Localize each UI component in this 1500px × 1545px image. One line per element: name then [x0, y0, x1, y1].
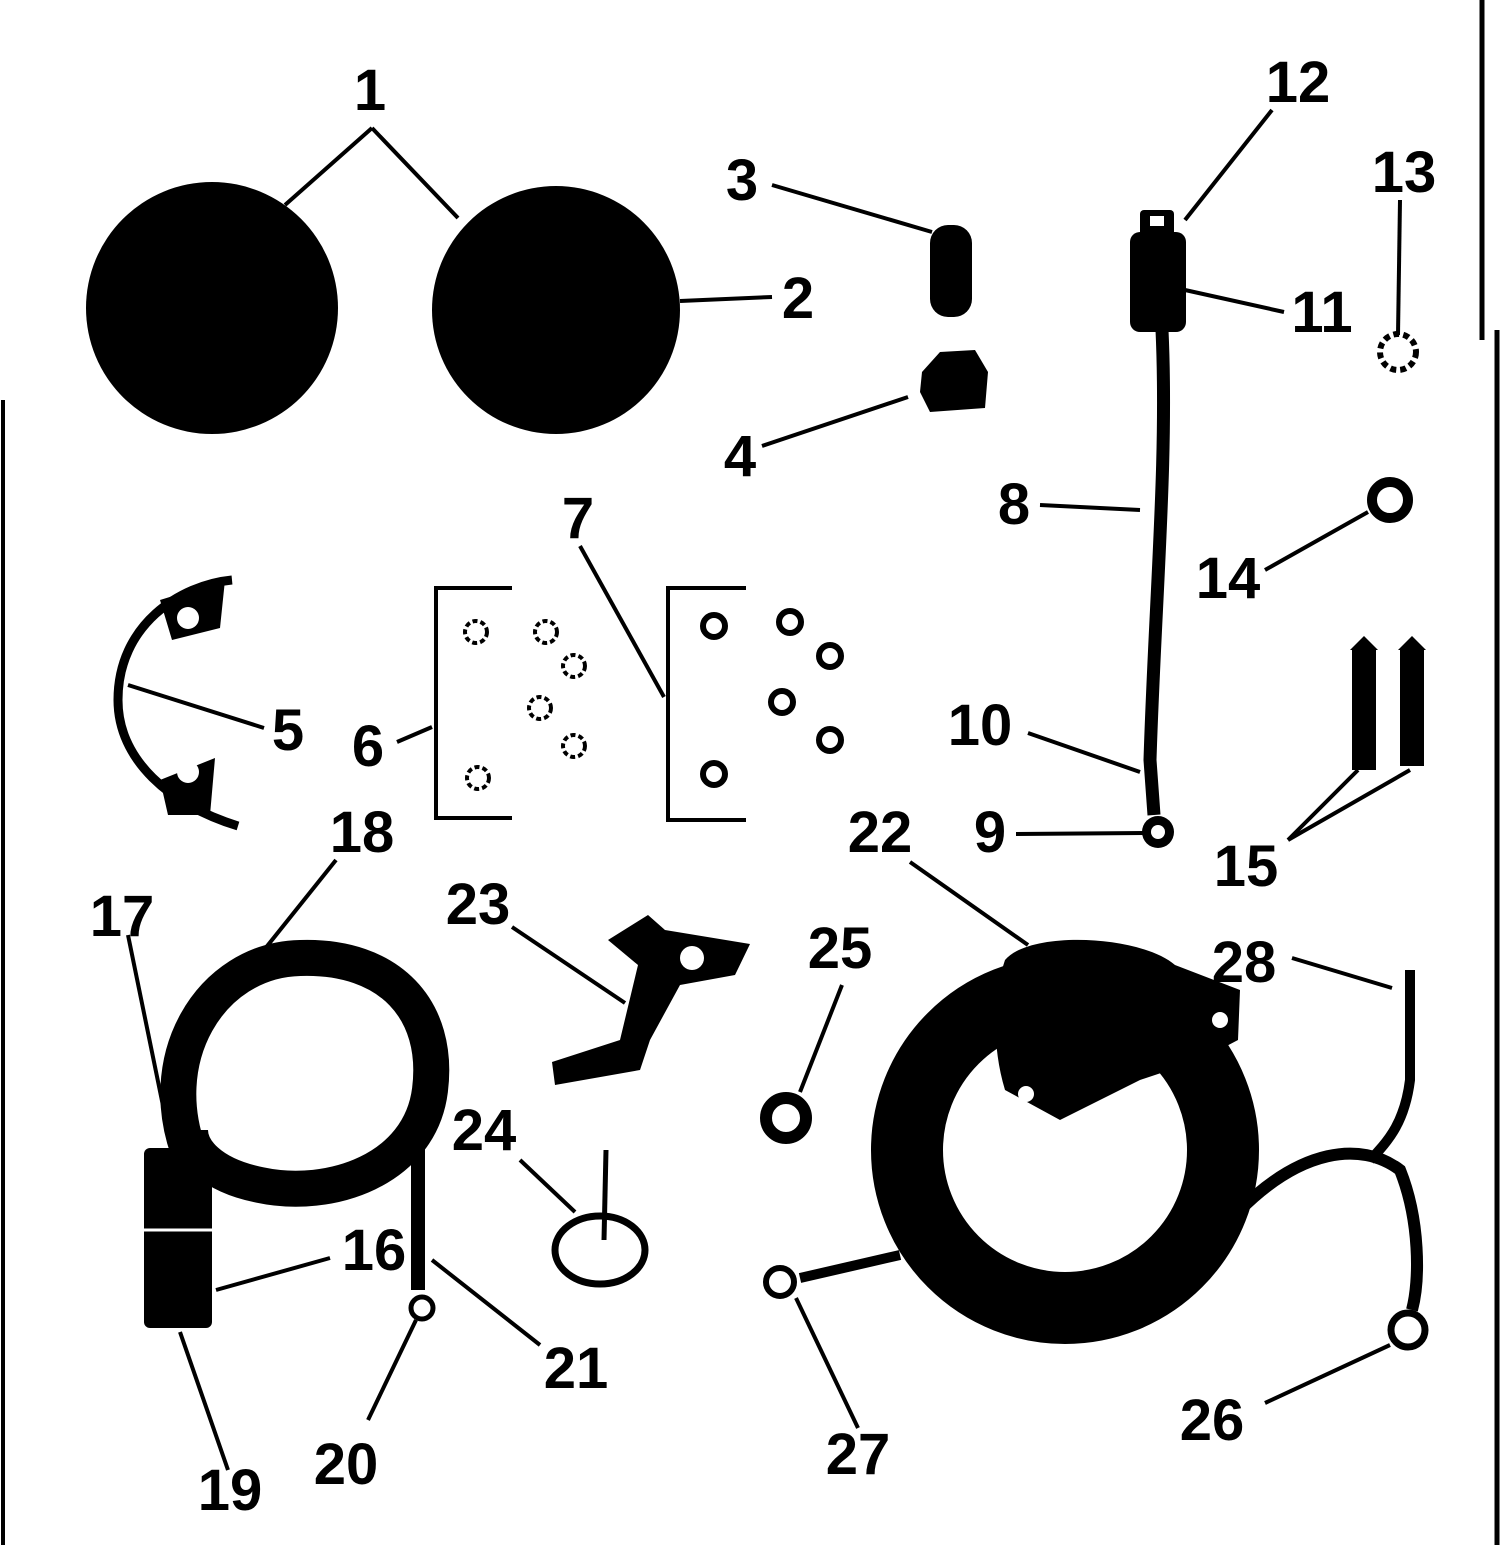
part-covers	[86, 182, 680, 434]
callout-8: 8	[998, 472, 1030, 537]
part-23-breaker-arm	[552, 915, 750, 1085]
cover-left	[86, 182, 338, 434]
callout-10: 10	[948, 693, 1013, 758]
cover-right	[432, 186, 680, 434]
part-3-plug	[930, 225, 972, 317]
part-lead-wire	[1130, 210, 1186, 848]
part-25-washer	[760, 1092, 812, 1144]
callout-23: 23	[446, 872, 511, 937]
callout-21: 21	[544, 1336, 609, 1401]
part-generator-coil	[763, 939, 1429, 1351]
callout-14: 14	[1196, 546, 1261, 611]
part-coil-assembly	[144, 939, 450, 1328]
callout-1: 1	[354, 58, 386, 123]
part-14-washer	[1367, 477, 1413, 523]
callout-20: 20	[314, 1432, 379, 1497]
part-24-felt	[551, 1149, 649, 1288]
callout-16: 16	[342, 1218, 407, 1283]
leader-lines	[126, 108, 1411, 1471]
part-4-nut	[920, 350, 988, 412]
callout-12: 12	[1266, 50, 1331, 115]
callout-18: 18	[330, 800, 395, 865]
callout-4: 4	[724, 424, 756, 489]
part-7-plate	[666, 586, 844, 822]
callout-2: 2	[782, 266, 814, 331]
callout-24: 24	[452, 1098, 517, 1163]
part-15-screws	[1350, 636, 1426, 770]
part-6-plate	[434, 586, 587, 820]
callout-27: 27	[826, 1422, 891, 1487]
callout-3: 3	[726, 148, 758, 213]
callout-11: 11	[1291, 280, 1352, 345]
callout-5: 5	[272, 698, 304, 763]
callout-19: 19	[198, 1458, 263, 1523]
callout-6: 6	[352, 714, 384, 779]
callout-25: 25	[808, 916, 873, 981]
callout-9: 9	[974, 800, 1006, 865]
callout-13: 13	[1372, 140, 1437, 205]
callout-7: 7	[562, 486, 594, 551]
part-5-clip	[113, 575, 240, 831]
callout-28: 28	[1212, 930, 1277, 995]
callout-17: 17	[90, 884, 155, 949]
callout-26: 26	[1180, 1388, 1245, 1453]
callout-15: 15	[1214, 834, 1279, 899]
callout-22: 22	[848, 800, 913, 865]
callouts: 1 2 3 4 5 6 7 8 9 10 11 12 13 14 15 16 1…	[90, 50, 1437, 1523]
part-13-star-washer	[1377, 331, 1419, 373]
